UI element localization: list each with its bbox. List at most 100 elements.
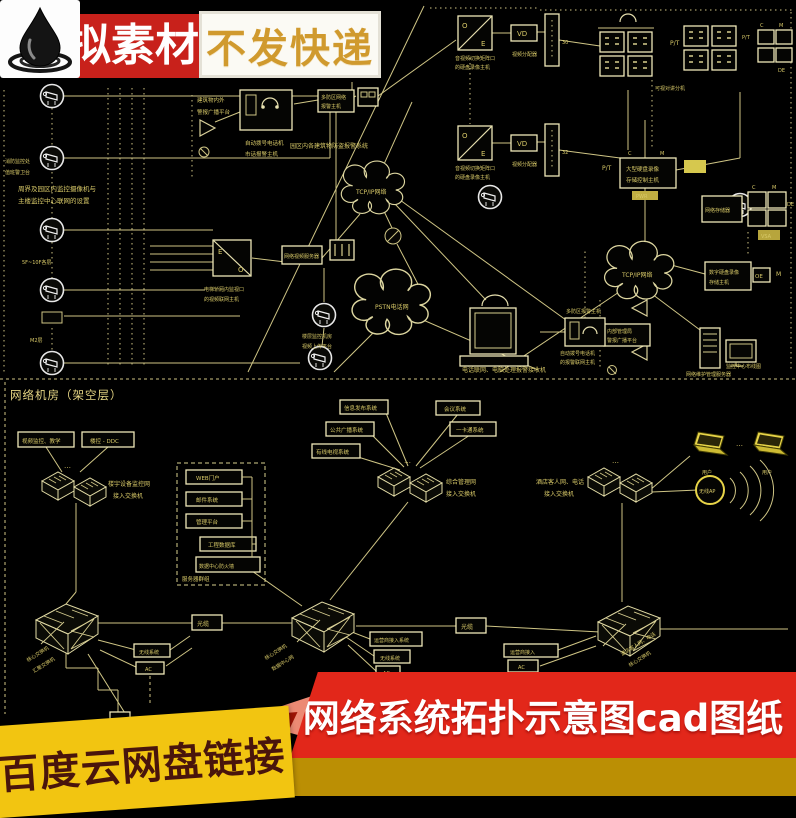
bms-group: 视频监控、教学 楼控 - DDC … 楼宇设备监控网 接入交换机 <box>17 431 150 507</box>
svg-text:会议系统: 会议系统 <box>444 405 467 413</box>
auto-dialer: 多防区报警主机 自动拨号电话机 的报警联网主机 <box>560 308 606 366</box>
cloud-tcpip-right: TCP/IP网络 <box>603 240 675 300</box>
water-drop-logo <box>0 0 80 78</box>
camera-column <box>39 83 753 376</box>
svg-text:O: O <box>238 266 244 274</box>
alarm-host-box <box>317 89 355 113</box>
label-guard-desk: 值班警卫台 <box>5 169 30 176</box>
svg-text:园区内各建筑物防盗报警系统: 园区内各建筑物防盗报警系统 <box>290 142 368 150</box>
monitor-workstation: 电话联网、电脑处理报警接收机 <box>459 294 546 374</box>
label-perimeter-2: 主楼监控中心联网的设置 <box>18 196 90 205</box>
svg-text:O: O <box>462 132 468 140</box>
alarm-block: 建筑物内外 警报广播平台 自动拨号电话机 市话报警主机 多防区网络 报警主机 园… <box>197 87 379 158</box>
switch-icon <box>41 471 75 501</box>
svg-text:数据中心防火墙: 数据中心防火墙 <box>199 563 234 570</box>
svg-text:VSA: VSA <box>761 234 772 240</box>
bottom-title: 网络机房（架空层） <box>10 388 123 402</box>
svg-text:E: E <box>481 40 485 48</box>
label-floors: 5F~10F各层 <box>22 259 52 266</box>
wireless-ap-icon: 无线AP <box>695 459 775 522</box>
laptop-icon <box>693 431 728 456</box>
baidu-pan-text: 百度云网盘链接 <box>0 732 288 799</box>
svg-text:M: M <box>772 185 776 191</box>
sheet-border <box>3 7 792 372</box>
svg-text:视频分配器: 视频分配器 <box>512 161 537 168</box>
svg-text:WEB门户: WEB门户 <box>196 474 220 482</box>
svg-text:公共广播系统: 公共广播系统 <box>330 426 364 434</box>
gold-strip <box>268 756 796 796</box>
svg-text:酒店客人网、电话: 酒店客人网、电话 <box>536 478 584 486</box>
title-banner-text: 网络系统拓扑示意图cad图纸 <box>302 697 784 740</box>
amp-icon <box>199 119 216 137</box>
svg-text:数字硬盘录像: 数字硬盘录像 <box>709 269 739 276</box>
svg-text:音视频切换矩阵口: 音视频切换矩阵口 <box>455 165 495 172</box>
svg-text:内部管理局: 内部管理局 <box>607 328 632 335</box>
svg-text:无线系统: 无线系统 <box>380 655 400 662</box>
nms-server: 网络维护管理服务器 监控中心布线图 <box>686 327 761 378</box>
svg-text:音视频切换矩阵口: 音视频切换矩阵口 <box>455 55 495 62</box>
svg-text:…: … <box>64 462 71 470</box>
video-server-cluster: 网络视频服务器 楼层监控机房 视频上传平台 <box>281 239 355 350</box>
svg-text:网络视频服务器: 网络视频服务器 <box>284 253 319 260</box>
server-farm: WEB门户 邮件系统 管理平台 工程数据库 数据中心防火墙 服务器群组 <box>176 462 266 586</box>
dvr-storage-host: 大型硬盘录像 存储控制主机 P/T C M PWR <box>602 151 706 200</box>
svg-text:报警主机: 报警主机 <box>321 103 341 110</box>
svg-text:VD: VD <box>517 30 527 38</box>
svg-text:视频上传平台: 视频上传平台 <box>302 343 332 350</box>
intercom-grids: 可视对讲分机 P/T C M DE P/T <box>598 13 793 92</box>
brand-text: 拟素材 <box>67 20 199 71</box>
svg-text:运营商接入: 运营商接入 <box>510 649 535 656</box>
svg-text:有线电视系统: 有线电视系统 <box>316 448 350 456</box>
brand-banner: 拟素材 <box>62 14 199 78</box>
svg-text:多防区网络: 多防区网络 <box>321 94 346 101</box>
svg-text:C: C <box>752 185 756 191</box>
switch-icon <box>587 467 621 497</box>
svg-text:的视频联网主机: 的视频联网主机 <box>204 296 239 303</box>
switch-icon <box>377 467 411 497</box>
svg-text:C: C <box>628 151 632 157</box>
svg-text:光缆: 光缆 <box>197 620 209 628</box>
svg-text:PSTN电话网: PSTN电话网 <box>375 303 409 311</box>
svg-text:接入交换机: 接入交换机 <box>446 490 476 498</box>
core-switch-center <box>291 601 355 653</box>
svg-text:视频分配器: 视频分配器 <box>512 51 537 58</box>
svg-text:接入交换机: 接入交换机 <box>113 492 143 500</box>
svg-text:综合管理网: 综合管理网 <box>446 478 476 486</box>
svg-text:M: M <box>660 151 664 157</box>
label-m2: M2层 <box>30 338 43 344</box>
svg-text:工程数据库: 工程数据库 <box>208 541 236 549</box>
svg-text:C: C <box>760 23 764 29</box>
svg-text:P/T: P/T <box>742 35 751 41</box>
svg-text:P/T: P/T <box>670 40 680 47</box>
title-banner: 网络系统拓扑示意图cad图纸 <box>290 672 796 758</box>
svg-text:VD: VD <box>517 140 527 148</box>
svg-text:自动拨号电话机: 自动拨号电话机 <box>245 139 284 147</box>
svg-text:存储主机: 存储主机 <box>709 279 729 286</box>
svg-text:O: O <box>462 22 468 30</box>
svg-text:P/T: P/T <box>602 165 612 172</box>
svg-text:M: M <box>779 23 783 29</box>
svg-text:OE: OE <box>755 274 763 280</box>
svg-text:网络维护管理服务器: 网络维护管理服务器 <box>686 371 731 378</box>
phone-icon <box>261 97 279 107</box>
svg-text:的硬盘录像主机: 的硬盘录像主机 <box>455 64 490 71</box>
keypad-grid-3: C M DE P/T <box>742 23 793 74</box>
switch-icon <box>73 477 107 507</box>
no-express-badge: 不发快递 <box>199 11 381 78</box>
svg-text:服务器群组: 服务器群组 <box>182 575 210 583</box>
switch-icon <box>409 473 443 503</box>
svg-text:的报警联网主机: 的报警联网主机 <box>560 359 595 366</box>
keypad-grid-2 <box>683 25 737 71</box>
cloud-tcpip: TCP/IP网络 <box>340 160 406 215</box>
svg-text:信息发布系统: 信息发布系统 <box>344 404 378 412</box>
svg-text:E: E <box>481 150 485 158</box>
svg-text:视频监控、教学: 视频监控、教学 <box>22 437 61 445</box>
keypad-grid-1 <box>599 31 653 77</box>
svg-text:网络存储器: 网络存储器 <box>705 207 730 214</box>
svg-text:用户: 用户 <box>702 469 712 476</box>
svg-text:楼控 - DDC: 楼控 - DDC <box>90 437 119 445</box>
svg-text:自动拨号电话机: 自动拨号电话机 <box>560 350 595 357</box>
svg-text:邮件系统: 邮件系统 <box>196 496 219 504</box>
baidu-pan-banner: 百度云网盘链接 <box>0 705 295 818</box>
